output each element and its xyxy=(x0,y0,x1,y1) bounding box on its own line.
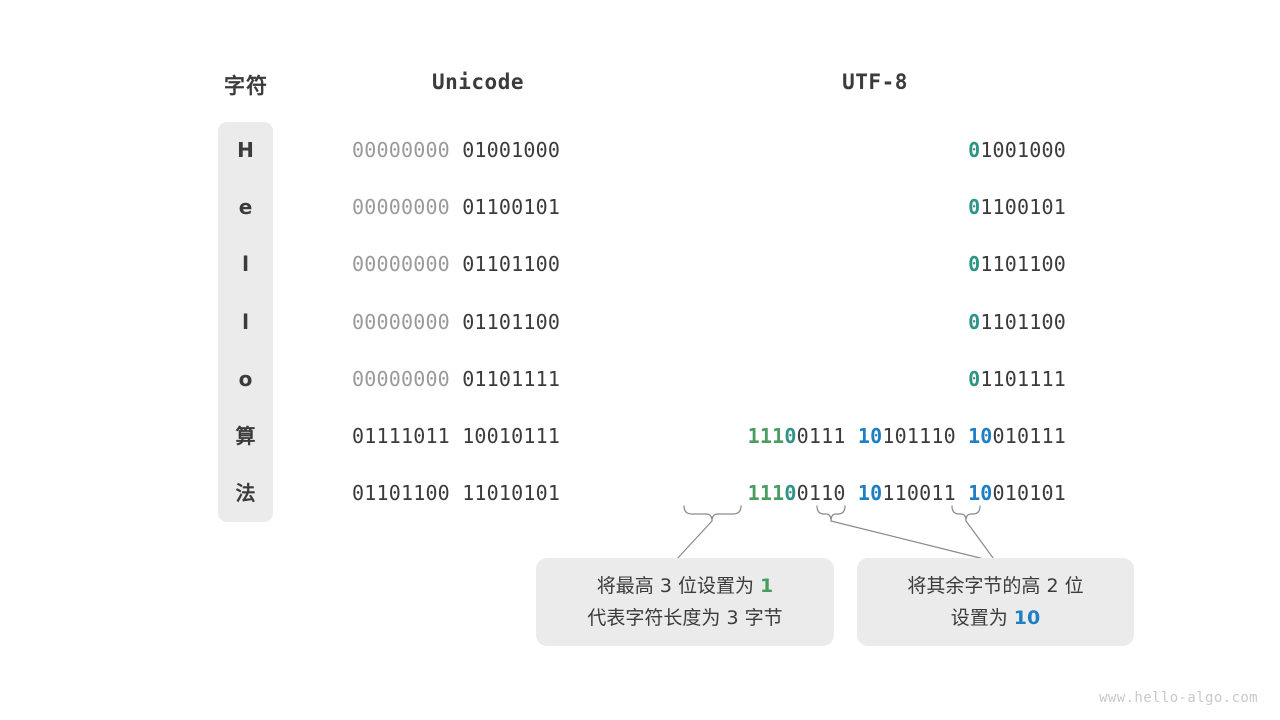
unicode-high-byte: 00000000 xyxy=(352,366,450,391)
unicode-byte-gap xyxy=(450,367,462,391)
utf8-byte-gap xyxy=(956,424,968,448)
utf8-payload-bits: 0110 xyxy=(796,481,846,506)
site-watermark: www.hello-algo.com xyxy=(1099,690,1258,706)
callout-right-text-a: 设置为 xyxy=(950,607,1014,629)
utf8-marker-bits: 10 xyxy=(968,481,993,506)
unicode-low-byte: 01001000 xyxy=(462,138,561,162)
utf8-marker-bits: 111 xyxy=(747,481,785,506)
unicode-byte-gap xyxy=(450,252,462,276)
character-cell: l xyxy=(242,252,249,277)
utf8-marker-bits: 0 xyxy=(968,366,981,391)
unicode-cell: 01101100 11010101 xyxy=(352,480,560,506)
utf8-marker-bits: 0 xyxy=(968,252,981,277)
utf8-byte-gap xyxy=(846,481,858,505)
callout-right-line-2: 设置为 10 xyxy=(951,602,1041,634)
unicode-cell: 00000000 01101111 xyxy=(352,366,560,392)
utf8-payload-bits: 101110 xyxy=(882,424,956,448)
utf8-payload-bits: 1101100 xyxy=(980,252,1066,277)
unicode-low-byte: 11010101 xyxy=(462,481,561,506)
utf8-cell: 01101111 xyxy=(968,366,1066,392)
utf8-byte-gap xyxy=(956,481,968,505)
utf8-payload-bits: 1101111 xyxy=(980,366,1066,391)
column-header-unicode: Unicode xyxy=(431,70,524,94)
unicode-low-byte: 10010111 xyxy=(462,424,561,448)
unicode-high-byte: 00000000 xyxy=(352,309,450,334)
utf8-payload-bits: 0111 xyxy=(796,424,846,448)
callout-left-text-a: 将最高 xyxy=(596,575,660,597)
utf8-marker-bits: 0 xyxy=(968,309,981,334)
unicode-high-byte: 00000000 xyxy=(352,252,450,277)
utf8-marker-terminator-bit: 0 xyxy=(784,424,797,448)
unicode-high-byte: 00000000 xyxy=(352,195,450,220)
unicode-byte-gap xyxy=(450,310,462,334)
utf8-payload-bits: 1001000 xyxy=(980,138,1066,162)
utf8-payload-bits: 110011 xyxy=(882,481,956,506)
character-cell: 算 xyxy=(235,424,256,448)
utf8-marker-bits: 10 xyxy=(968,424,993,448)
callout-right-bit-value: 10 xyxy=(1013,607,1041,629)
utf8-payload-bits: 010101 xyxy=(992,481,1066,506)
callout-left-bit-value: 1 xyxy=(760,575,774,597)
utf8-marker-bits: 111 xyxy=(747,424,785,448)
unicode-cell: 01111011 10010111 xyxy=(352,423,560,449)
callout-right-line-1: 将其余字节的高 2 位 xyxy=(907,575,1084,597)
unicode-low-byte: 01101100 xyxy=(462,309,561,334)
unicode-low-byte: 01100101 xyxy=(462,195,561,220)
unicode-cell: 00000000 01101100 xyxy=(352,251,560,277)
utf8-cell: 11100110 10110011 10010101 xyxy=(748,480,1066,506)
column-header-utf8: UTF-8 xyxy=(842,70,908,94)
utf8-payload-bits: 1100101 xyxy=(980,195,1066,220)
utf8-cell: 01001000 xyxy=(968,137,1066,163)
unicode-cell: 00000000 01001000 xyxy=(352,137,560,163)
callout-left-line-1: 将最高 3 位设置为 1 xyxy=(597,570,773,602)
utf8-marker-bits: 0 xyxy=(968,138,981,162)
character-cell: 法 xyxy=(235,481,256,506)
character-cell: l xyxy=(242,309,249,334)
character-cell: o xyxy=(238,366,253,391)
utf8-byte-gap xyxy=(846,424,858,448)
utf8-marker-bits: 10 xyxy=(857,424,883,448)
callout-leading-bits: 将最高 3 位设置为 1 代表字符长度为 3 字节 xyxy=(536,558,834,646)
unicode-high-byte: 00000000 xyxy=(352,138,450,162)
callout-left-text-b: 位设置为 xyxy=(671,575,760,597)
utf8-cell: 01101100 xyxy=(968,309,1066,335)
unicode-high-byte: 01111011 xyxy=(352,424,450,448)
unicode-low-byte: 01101111 xyxy=(462,366,561,391)
utf8-marker-bits: 10 xyxy=(857,481,883,506)
character-cell: H xyxy=(237,138,254,162)
unicode-low-byte: 01101100 xyxy=(462,252,561,277)
unicode-byte-gap xyxy=(450,195,462,219)
utf8-marker-terminator-bit: 0 xyxy=(784,481,797,506)
utf8-payload-bits: 1101100 xyxy=(980,309,1066,334)
callout-left-line-2: 代表字符长度为 3 字节 xyxy=(587,607,783,629)
character-column-panel xyxy=(218,122,273,522)
unicode-cell: 00000000 01100101 xyxy=(352,194,560,220)
unicode-byte-gap xyxy=(450,138,462,162)
utf8-marker-bits: 0 xyxy=(968,195,981,220)
column-header-character: 字符 xyxy=(224,74,268,98)
utf8-cell: 01101100 xyxy=(968,251,1066,277)
unicode-cell: 00000000 01101100 xyxy=(352,309,560,335)
callout-left-count: 3 xyxy=(659,575,672,597)
unicode-byte-gap xyxy=(450,481,462,505)
utf8-payload-bits: 010111 xyxy=(992,424,1066,448)
character-cell: e xyxy=(238,195,253,220)
utf8-cell: 01100101 xyxy=(968,194,1066,220)
unicode-byte-gap xyxy=(450,424,462,448)
utf8-cell: 11100111 10101110 10010111 xyxy=(748,423,1066,449)
unicode-high-byte: 01101100 xyxy=(352,481,450,506)
callout-continuation-bits: 将其余字节的高 2 位 设置为 10 xyxy=(857,558,1134,646)
